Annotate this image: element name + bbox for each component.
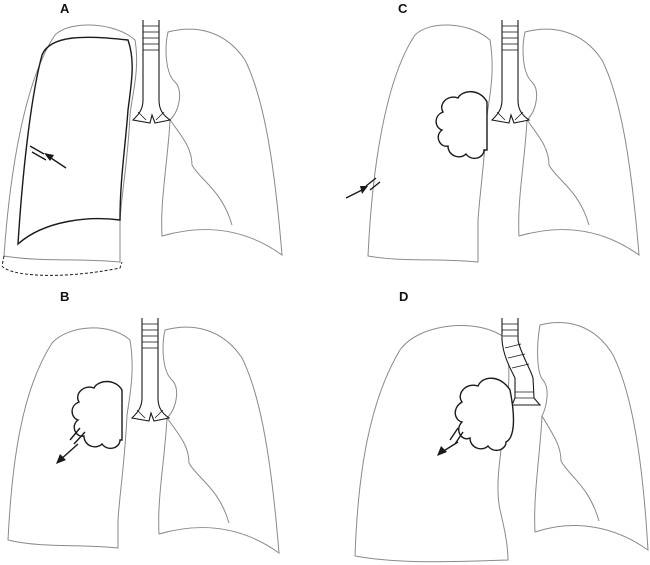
panel-d-trachea [501, 318, 542, 406]
panel-c-trachea [490, 20, 531, 124]
panel-c-tracheal-rings [496, 25, 524, 121]
panel-d: D [354, 289, 649, 563]
panel-b-tracheal-rings [136, 323, 164, 419]
panel-c-wound-mark-2 [369, 181, 381, 191]
panel-a-right-lung [3, 24, 138, 263]
panel-d-air-line-1 [449, 427, 459, 441]
panel-d-tracheal-rings [502, 323, 534, 399]
panel-a-arrow-head-icon [44, 153, 54, 161]
panel-c-left-lung [518, 28, 640, 257]
panel-a-tracheal-rings [137, 25, 165, 121]
panel-d-left-lung [534, 322, 649, 552]
panel-b-air-line-1 [69, 427, 81, 441]
panel-b-left-fissure [166, 417, 230, 524]
panel-a-label: A [60, 1, 70, 16]
panel-a-diaphragm-dashed [1, 255, 123, 276]
panel-b-left-lung [158, 326, 280, 555]
panel-a-trachea [131, 20, 172, 124]
panel-b-arrow-head-icon [56, 454, 66, 464]
panel-a-left-lung [161, 28, 283, 257]
panel-c-label: C [398, 1, 408, 16]
panel-a: A [1, 1, 283, 276]
panel-c-arrow-shaft [345, 189, 363, 199]
panel-a-wound-mark-2 [31, 151, 47, 161]
panel-b-air-line-2 [73, 431, 86, 445]
panel-c-right-lung [367, 24, 493, 263]
panel-b-label: B [60, 289, 69, 304]
panel-c-tumor-mass [435, 91, 488, 160]
panel-d-label: D [399, 289, 408, 304]
panel-b-trachea [130, 318, 171, 422]
panel-d-air-line-2 [454, 431, 464, 445]
panel-d-arrow-head-icon [437, 446, 447, 456]
panel-a-wound-mark-1 [29, 145, 45, 155]
panel-c-arrow-head-icon [360, 186, 368, 194]
panel-b: B [7, 289, 280, 555]
panel-c-left-fissure [526, 119, 590, 226]
panel-a-left-fissure [169, 119, 233, 226]
panel-d-tumor-mass [454, 377, 515, 452]
panel-c: C [345, 1, 640, 263]
panel-d-left-fissure [541, 415, 600, 522]
panel-a-collapsed-lung [17, 36, 133, 246]
panel-c-wound-mark-1 [365, 177, 377, 187]
